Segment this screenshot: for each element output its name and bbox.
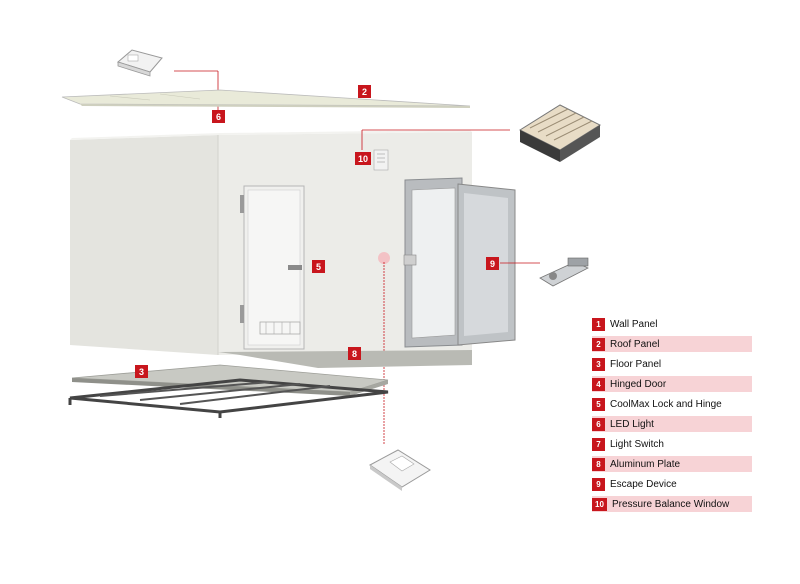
legend-label: Light Switch xyxy=(610,438,664,450)
legend-item-wall-panel: 1 Wall Panel xyxy=(592,316,752,332)
legend-label: Escape Device xyxy=(610,478,677,490)
pressure-balance-window-mount xyxy=(361,129,510,171)
legend-label: Roof Panel xyxy=(610,338,660,350)
legend-label: Pressure Balance Window xyxy=(612,498,730,510)
legend-number: 1 xyxy=(592,317,605,331)
legend-number: 2 xyxy=(592,337,605,351)
legend-item-pressure-balance-window: 10 Pressure Balance Window xyxy=(592,496,752,512)
legend-label: LED Light xyxy=(610,418,654,430)
legend-number: 6 xyxy=(592,417,605,431)
legend-item-roof-panel: 2 Roof Panel xyxy=(592,336,752,352)
legend-number: 7 xyxy=(592,437,605,451)
legend-number: 3 xyxy=(592,357,605,371)
hinged-door-left xyxy=(240,185,305,350)
badge-floor-panel: 3 xyxy=(135,365,148,378)
legend-number: 9 xyxy=(592,477,605,491)
badge-led-light: 6 xyxy=(212,110,225,123)
aluminum-plate xyxy=(218,350,472,368)
legend-item-escape-device: 9 Escape Device xyxy=(592,476,752,492)
legend-item-hinged-door: 4 Hinged Door xyxy=(592,376,752,392)
parts-legend: 1 Wall Panel 2 Roof Panel 3 Floor Panel … xyxy=(592,316,752,516)
legend-item-light-switch: 7 Light Switch xyxy=(592,436,752,452)
badge-lock-and-hinge: 5 xyxy=(312,260,325,273)
led-light-fixture xyxy=(116,49,219,110)
legend-label: Aluminum Plate xyxy=(610,458,681,470)
legend-number: 10 xyxy=(592,497,607,511)
legend-item-aluminum-plate: 8 Aluminum Plate xyxy=(592,456,752,472)
pressure-balance-window-detail xyxy=(518,104,602,162)
roof-panel xyxy=(61,89,471,108)
legend-item-floor-panel: 3 Floor Panel xyxy=(592,356,752,372)
legend-label: Hinged Door xyxy=(610,378,667,390)
legend-number: 4 xyxy=(592,377,605,391)
badge-pressure-balance-window: 10 xyxy=(355,152,371,165)
legend-label: CoolMax Lock and Hinge xyxy=(610,398,722,410)
badge-escape-device: 9 xyxy=(486,257,499,270)
legend-item-lock-and-hinge: 5 CoolMax Lock and Hinge xyxy=(592,396,752,412)
badge-roof-panel: 2 xyxy=(358,85,371,98)
base-frame xyxy=(68,378,389,418)
legend-number: 5 xyxy=(592,397,605,411)
escape-device-detail xyxy=(500,257,589,287)
legend-number: 8 xyxy=(592,457,605,471)
legend-item-led-light: 6 LED Light xyxy=(592,416,752,432)
light-switch-group xyxy=(369,252,431,491)
badge-aluminum-plate: 8 xyxy=(348,347,361,360)
legend-label: Wall Panel xyxy=(610,318,658,330)
legend-label: Floor Panel xyxy=(610,358,662,370)
